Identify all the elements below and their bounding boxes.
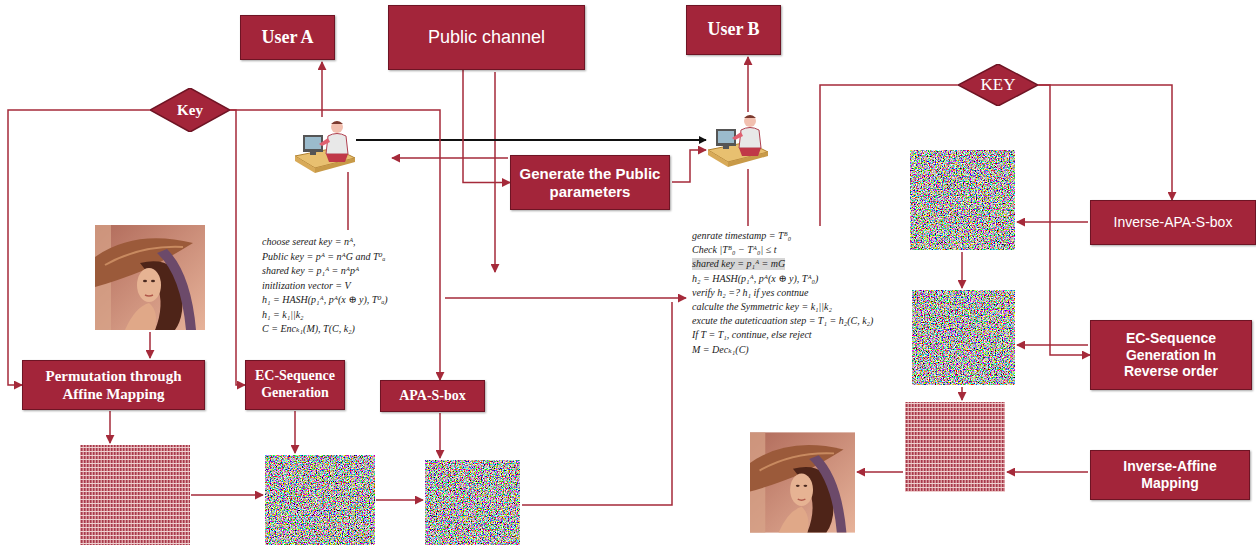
protocol-step: shared key = p₁ᴬ = mG — [692, 258, 785, 270]
connector-arrow — [1038, 85, 1090, 355]
protocol-step: Public key = pᴬ = nᴬG and T⁰ₐ — [262, 251, 385, 263]
node-label: Inverse-Affine Mapping — [1099, 458, 1241, 492]
protocol-step: h₁ = k₁||k₂ — [262, 309, 304, 321]
node-text-area: EC-Sequence Generation — [246, 361, 344, 409]
decrypted-image — [750, 432, 855, 532]
flow-wire — [294, 411, 296, 453]
node-text-area: Permutation through Affine Mapping — [23, 361, 204, 409]
process-box: User B — [686, 5, 781, 55]
connector-arrow — [463, 70, 510, 183]
cipher-image — [910, 150, 1015, 250]
flow-wire — [110, 57, 1088, 505]
node-label: Generate the Public parameters — [519, 165, 661, 201]
node-label: KEY — [981, 75, 1016, 95]
protocol-step: initlization vector = V — [262, 280, 351, 292]
flow-wire — [494, 72, 496, 272]
node-text-area: Generate the Public parameters — [511, 156, 669, 209]
node-label: Key — [177, 101, 203, 119]
process-box: Generate the Public parameters — [510, 155, 670, 210]
connector-arrow — [1038, 85, 1172, 200]
node-text-area: User A — [241, 16, 334, 59]
channel-line — [356, 139, 706, 141]
process-box: Inverse-APA-S-box — [1090, 200, 1256, 245]
protocol-step: If T = T₁, continue, else reject — [692, 329, 812, 341]
plain-image — [95, 225, 205, 330]
flow-wire — [747, 57, 749, 112]
node-text-area: Inverse-Affine Mapping — [1091, 451, 1249, 499]
flow-wire — [149, 332, 151, 358]
flow-wire — [376, 499, 423, 501]
flow-wire — [857, 471, 903, 473]
protocol-step: h₁ = HASH(p₁ᴬ, pᴬ(x ⊕ y), T⁰ₐ) — [262, 294, 388, 306]
node-label: Public channel — [428, 27, 545, 49]
flow-wire — [747, 169, 749, 226]
process-box: Public channel — [388, 5, 585, 70]
node-text-area: KEY — [974, 70, 1022, 99]
node-label: User A — [261, 27, 313, 49]
noise-image — [265, 455, 375, 545]
node-label: Permutation through Affine Mapping — [31, 367, 196, 403]
protocol-step: genrate timestamp = Tᴮ₀ — [692, 230, 791, 242]
protocol-step: calculte the Symmetric key = k₁||k₂ — [692, 301, 832, 313]
process-box: APA-S-box — [380, 380, 485, 412]
node-text-area: EC-Sequence Generation In Reverse order — [1091, 321, 1251, 389]
connector-arrow — [8, 110, 150, 385]
process-box: Permutation through Affine Mapping — [22, 360, 205, 410]
diamond-shape — [150, 88, 230, 132]
user-icon — [708, 115, 768, 167]
node-label: APA-S-box — [399, 388, 466, 405]
process-box: EC-Sequence Generation In Reverse order — [1090, 320, 1252, 390]
key-diamond: KEY — [958, 64, 1038, 106]
flow-wire — [1017, 221, 1088, 223]
key-diamond: Key — [150, 88, 230, 132]
connector-arrow — [230, 110, 440, 380]
protocol-step: h₂ = HASH(p₁ᴬ, pᴬ(x ⊕ y), Tᴬ₀) — [692, 273, 818, 285]
protocol-step: choose sereat key = nᴬ, — [262, 236, 356, 248]
node-text-area: APA-S-box — [381, 381, 484, 411]
protocol-step: verify h₂ =? h₁ if yes contnue — [692, 287, 808, 299]
flow-wire — [1017, 344, 1088, 346]
permuted-image — [905, 402, 1005, 492]
noise-image — [912, 290, 1015, 385]
node-text-area: Key — [166, 95, 214, 126]
protocol-step: C = Encₖ₁(M), T(C, k₂) — [262, 323, 355, 335]
flow-wire — [439, 413, 441, 458]
node-label: EC-Sequence Generation In Reverse order — [1099, 330, 1243, 380]
flow-wire — [672, 150, 706, 182]
node-text-area: Public channel — [389, 6, 584, 69]
flow-wire — [347, 172, 349, 230]
process-box: User A — [240, 15, 335, 60]
user-icon — [295, 121, 355, 173]
protocol-step: excute the auteticaation step = T₁ = h₂(… — [692, 315, 873, 327]
flow-wire — [961, 252, 963, 288]
node-label: User B — [707, 19, 759, 41]
process-box: EC-Sequence Generation — [245, 360, 345, 410]
protocol-step: M = Decₖ₁(C) — [692, 344, 749, 356]
protocol-step: Check |Tᴮ₀ − Tᴬ₀| ≤ t — [692, 244, 776, 256]
node-text-area: Inverse-APA-S-box — [1091, 201, 1255, 244]
connector-arrow — [230, 110, 245, 385]
flow-wire — [321, 62, 323, 117]
process-box: Inverse-Affine Mapping — [1090, 450, 1250, 500]
diamond-shape — [958, 64, 1038, 106]
permuted-image — [80, 445, 190, 545]
node-label: Inverse-APA-S-box — [1114, 214, 1233, 231]
flow-wire — [522, 302, 672, 505]
flow-wire — [961, 387, 963, 400]
flow-wire — [191, 494, 263, 496]
cipher-image — [425, 460, 520, 545]
flow-wire — [445, 297, 686, 299]
flow-wire — [109, 411, 111, 443]
node-text-area: User B — [687, 6, 780, 54]
protocol-step: shared key = p₁ᴬ = nᴬpᴬ — [262, 265, 359, 277]
flow-wire — [392, 157, 508, 159]
node-label: EC-Sequence Generation — [254, 368, 336, 402]
flow-wire — [1007, 471, 1088, 473]
flow-wire — [820, 85, 958, 226]
